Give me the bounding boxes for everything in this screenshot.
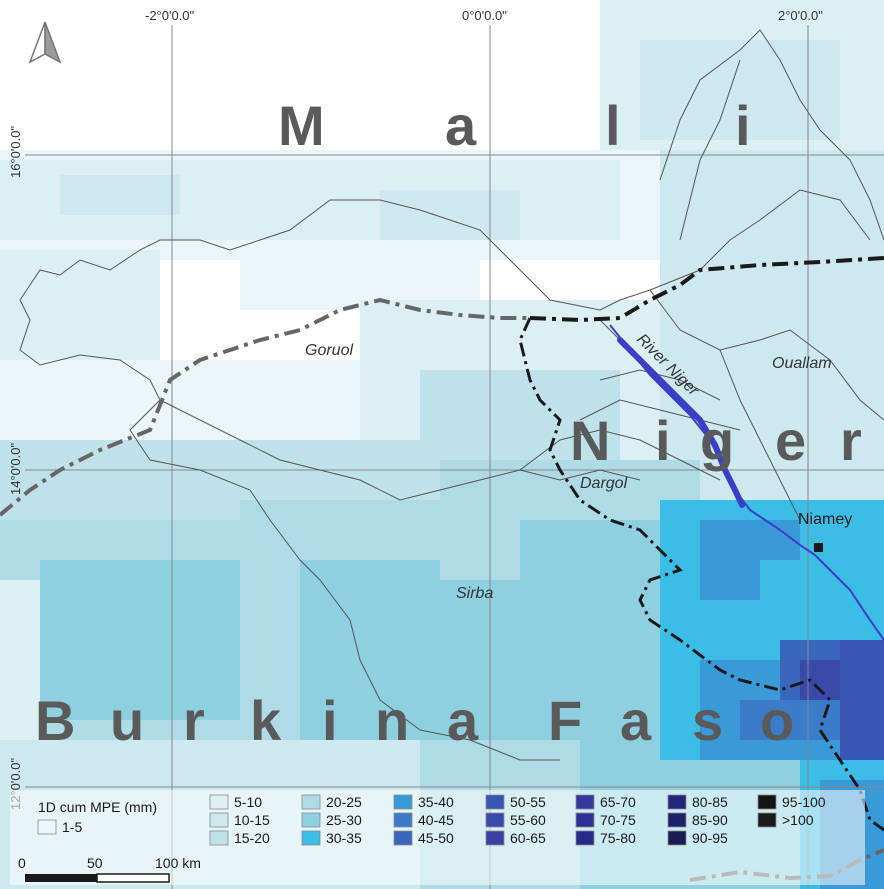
legend-swatch [667,794,687,810]
place-label-dargol: Dargol [580,475,628,492]
scale-bar: 0 50 100 km [18,855,201,883]
legend-swatch [667,812,687,828]
svg-text:M: M [278,94,325,157]
svg-text:u: u [110,689,144,752]
legend-swatch [575,794,595,810]
legend-label: 55-60 [510,812,546,828]
scale-label-50: 50 [87,855,103,871]
legend-swatch [393,812,413,828]
svg-text:i: i [322,689,338,752]
legend-swatch [209,812,229,828]
legend-label: 45-50 [418,830,454,846]
legend-swatch [485,794,505,810]
legend-label: 40-45 [418,812,454,828]
place-label-ouallam: Ouallam [772,355,832,372]
legend-swatch [301,830,321,846]
legend-label: 95-100 [782,794,826,810]
niamey-marker [814,543,823,552]
legend-swatch [757,812,777,828]
legend-swatch [37,819,57,835]
svg-text:i: i [735,94,751,157]
place-label-sirba: Sirba [456,585,493,602]
svg-text:a: a [447,689,479,752]
svg-text:N: N [570,409,610,472]
legend-swatch [301,794,321,810]
legend-swatch [575,812,595,828]
legend-label: >100 [782,812,814,828]
svg-text:e: e [775,409,806,472]
legend-label: 25-30 [326,812,362,828]
svg-text:r: r [183,689,205,752]
svg-text:r: r [840,409,862,472]
legend-label: 5-10 [234,794,262,810]
north-arrow-icon [28,21,62,64]
lat-label-14: 14°0'0.0" [8,443,23,495]
basin-outlines [19,29,884,761]
svg-text:n: n [375,689,409,752]
graticule-lines [25,25,884,889]
svg-text:k: k [250,689,282,752]
legend-label: 90-95 [692,830,728,846]
svg-text:l: l [605,94,621,157]
legend-items: 1-5 5-10 10-15 15-20 20-25 25-30 30-35 35-40 40-… [37,794,826,846]
legend-swatch [485,830,505,846]
legend-title: 1D cum MPE (mm) [38,799,157,815]
legend-label: 20-25 [326,794,362,810]
legend-label: 80-85 [692,794,728,810]
legend-label: 70-75 [600,812,636,828]
legend-swatch [209,830,229,846]
legend-swatch [485,812,505,828]
svg-text:a: a [445,94,477,157]
river-niger [609,324,884,641]
svg-text:g: g [700,409,734,472]
lat-label-16: 16°0'0.0" [8,126,23,178]
legend-label: 75-80 [600,830,636,846]
svg-text:B: B [35,689,75,752]
svg-text:F: F [548,689,582,752]
legend-panel [10,790,865,885]
legend-swatch [301,812,321,828]
legend-swatch [667,830,687,846]
legend-label: 30-35 [326,830,362,846]
svg-text:a: a [620,689,652,752]
legend-label: 65-70 [600,794,636,810]
svg-text:i: i [655,409,671,472]
country-label-mali: M a l i [278,94,751,157]
legend-label: 85-90 [692,812,728,828]
legend-label: 50-55 [510,794,546,810]
scale-label-0: 0 [18,855,26,871]
legend-label: 60-65 [510,830,546,846]
city-label-niamey: Niamey [798,511,852,528]
legend-label: 10-15 [234,812,270,828]
legend-label: 1-5 [62,819,82,835]
legend-swatch [393,794,413,810]
legend-swatch [575,830,595,846]
country-label-burkina-faso: B u r k i n a F a s o [35,689,794,752]
legend-label: 15-20 [234,830,270,846]
place-label-goruol: Goruol [305,342,353,359]
scale-label-100: 100 km [155,855,201,871]
svg-text:s: s [692,689,723,752]
legend-swatch [393,830,413,846]
lon-label-zero: 0°0'0.0" [462,8,507,23]
lon-label-west: -2°0'0.0" [145,8,195,23]
country-label-niger: N i g e r [570,409,862,472]
lon-label-east: 2°0'0.0" [778,8,823,23]
legend-label: 35-40 [418,794,454,810]
legend-swatch [209,794,229,810]
legend-swatch [757,794,777,810]
svg-text:o: o [760,689,794,752]
